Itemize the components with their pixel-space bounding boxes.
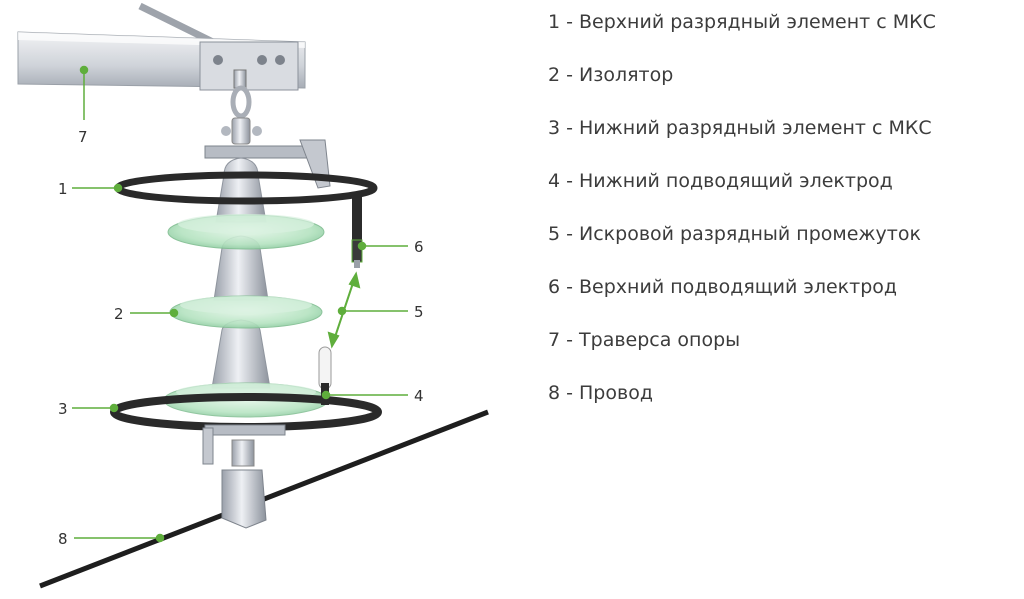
legend-item: 2 - Изолятор <box>548 64 674 86</box>
callout-3: 3 <box>58 400 68 418</box>
legend-item: 3 - Нижний разрядный элемент с МКС <box>548 117 932 139</box>
upper-bracket <box>204 139 363 268</box>
wire-clamp <box>202 424 286 529</box>
callout-4: 4 <box>414 387 424 405</box>
callout-1: 1 <box>58 180 68 198</box>
legend: 1 - Верхний разрядный элемент с МКС 2 - … <box>548 8 1018 432</box>
legend-item: 8 - Провод <box>548 382 653 404</box>
callout-6: 6 <box>414 238 424 256</box>
legend-item: 7 - Траверса опоры <box>548 329 741 351</box>
leader-lines <box>72 65 408 543</box>
insulator-string <box>163 157 329 418</box>
legend-item: 6 - Верхний подводящий электрод <box>548 276 898 298</box>
callout-5: 5 <box>414 303 424 321</box>
callout-8: 8 <box>58 530 68 548</box>
legend-item: 4 - Нижний подводящий электрод <box>548 170 893 192</box>
callout-7: 7 <box>78 128 88 146</box>
callout-2: 2 <box>114 305 124 323</box>
legend-item: 1 - Верхний разрядный элемент с МКС <box>548 11 936 33</box>
legend-item: 5 - Искровой разрядный промежуток <box>548 223 921 245</box>
suspension-hardware <box>221 85 262 145</box>
crossarm <box>17 2 306 91</box>
